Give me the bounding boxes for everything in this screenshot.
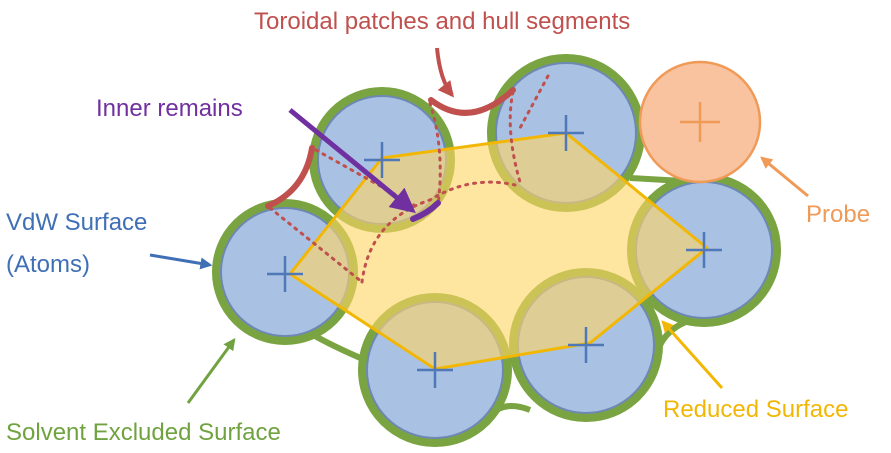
plus-icon: [364, 142, 400, 178]
label-ses: Solvent Excluded Surface: [6, 419, 281, 446]
arrow-inner-remains: [288, 108, 416, 214]
plus-icon: [548, 115, 584, 151]
plus-icon: [686, 232, 722, 268]
plus-icon: [267, 256, 303, 292]
hull-segments: [268, 74, 550, 284]
hull-dotted-2: [314, 148, 416, 207]
label-vdw-line2: (Atoms): [6, 251, 90, 278]
hull-dotted-5: [360, 180, 517, 284]
hull-dotted-4: [508, 90, 522, 184]
probe: [638, 60, 762, 184]
hull-dotted-1: [268, 206, 364, 284]
ses-saddle-bottom-left: [306, 329, 367, 363]
toroidal-arc-top: [428, 87, 516, 116]
plus-icon: [568, 327, 604, 363]
arrow-probe: [760, 156, 809, 198]
label-reduced: Reduced Surface: [663, 396, 848, 423]
arrow-vdw: [149, 253, 213, 270]
inner-remains-arc: [410, 200, 441, 222]
atom-centers: [267, 115, 722, 388]
plus-icon: [680, 102, 720, 142]
hull-dotted-3: [428, 101, 442, 207]
ses-saddle-bottom: [487, 403, 532, 418]
arrow-ses: [186, 338, 236, 404]
toroidal-arc-left: [265, 145, 315, 209]
label-inner-remains: Inner remains: [96, 95, 243, 122]
toroidal-patches: [265, 87, 516, 209]
hull-dotted-6: [518, 74, 550, 130]
arrow-toroidal: [435, 47, 454, 98]
label-vdw-line1: VdW Surface: [6, 209, 147, 236]
plus-icon: [417, 352, 453, 388]
arrow-reduced: [661, 320, 724, 389]
label-probe: Probe: [806, 201, 870, 228]
label-toroidal: Toroidal patches and hull segments: [254, 8, 630, 35]
